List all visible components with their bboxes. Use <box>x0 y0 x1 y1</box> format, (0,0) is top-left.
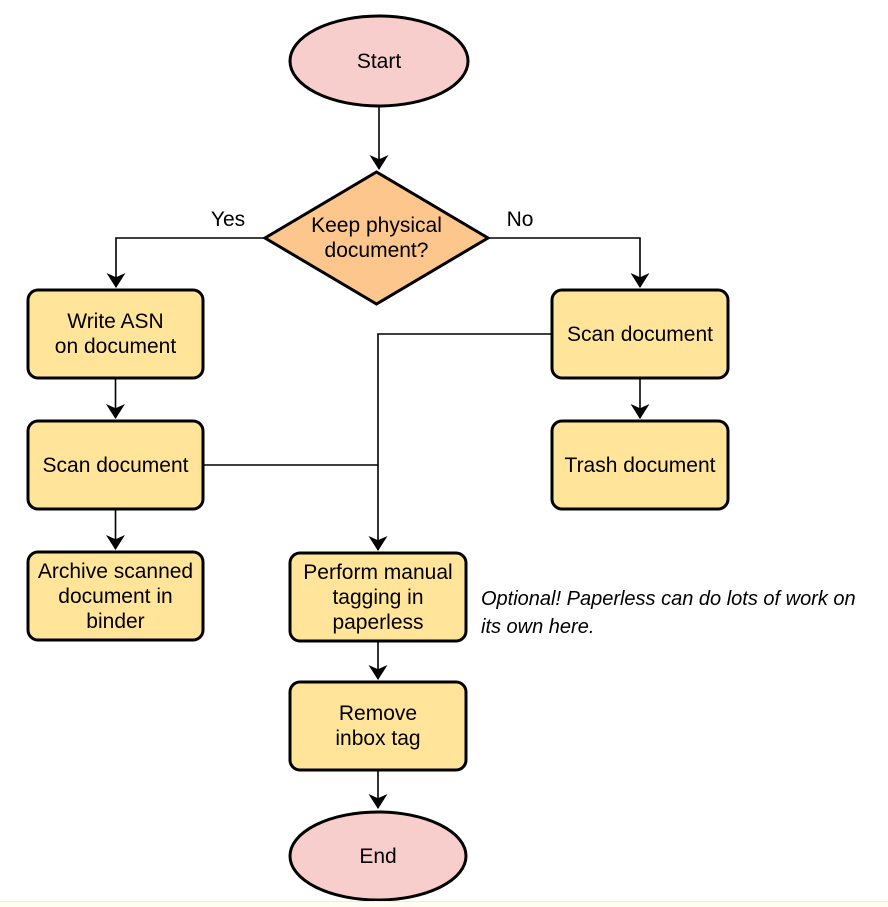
bottom-page-strip <box>0 901 888 907</box>
start-terminator-shape <box>288 14 470 108</box>
archive-shape <box>26 550 205 642</box>
scan-right-shape <box>550 288 730 380</box>
edge-decision-yes-to-write-asn <box>106 237 265 288</box>
tagging-shape <box>288 551 468 643</box>
optional-note: Optional! Paperless can do lots of work … <box>481 588 856 638</box>
decision-diamond-shape <box>262 170 491 306</box>
scan-left-shape <box>26 419 205 511</box>
end-terminator-shape <box>288 810 468 902</box>
remove-inbox-shape <box>288 680 468 772</box>
edge-decision-no-to-scan-right <box>488 237 650 288</box>
write-asn-shape <box>26 288 205 380</box>
trash-shape <box>550 419 730 511</box>
edge-scan-right-to-tagging <box>368 333 552 551</box>
